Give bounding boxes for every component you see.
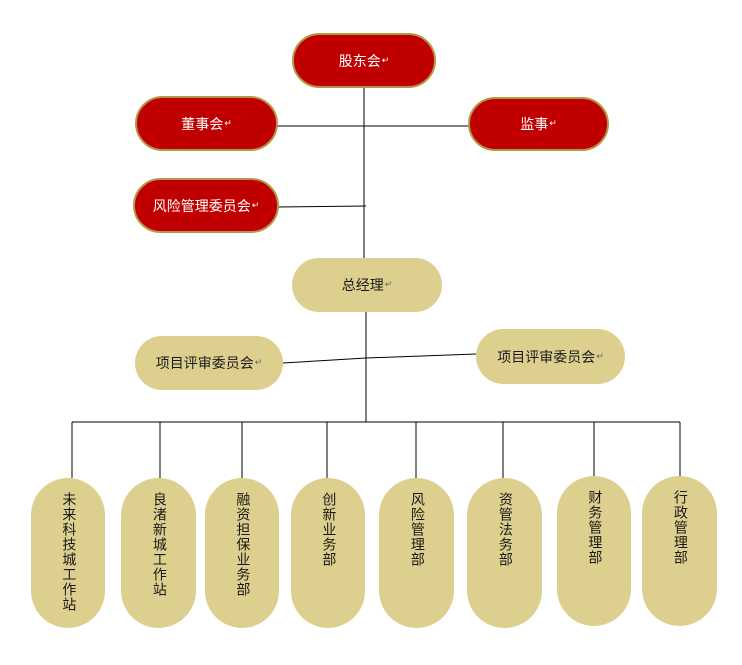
department-label-6: 资管法务部 (496, 492, 513, 567)
department-label-5: 风险管理部 (408, 492, 425, 567)
review-committee-right-node: 项目评审委员会↵ (476, 329, 625, 384)
review-committee-left-label: 项目评审委员会 (155, 356, 254, 372)
supervisor-label: 监事 (520, 117, 549, 133)
general-manager-node: 总经理↵ (292, 258, 442, 312)
review-committee-right-label: 项目评审委员会 (497, 349, 596, 366)
review-committee-left-node: 项目评审委员会↵ (135, 336, 283, 390)
department-node-7: 财务管理部 (557, 476, 631, 626)
general-manager-label: 总经理 (341, 278, 384, 294)
board-label: 董事会 (181, 116, 224, 133)
department-node-2: 良渚新城工作站 (121, 478, 196, 628)
department-label-8: 行政管理部 (671, 490, 688, 565)
department-label-3: 融资担保业务部 (234, 492, 251, 597)
department-node-5: 风险管理部 (379, 478, 454, 628)
department-node-1: 未来科技城工作站 (31, 478, 105, 628)
department-node-4: 创新业务部 (291, 478, 365, 628)
department-node-6: 资管法务部 (467, 478, 542, 628)
review-right-line (365, 353, 477, 359)
department-node-8: 行政管理部 (642, 476, 717, 626)
risk-committee-line (277, 205, 367, 208)
review-left-line (282, 357, 367, 364)
department-label-1: 未来科技城工作站 (60, 492, 77, 612)
supervisor-node: 监事↵ (468, 97, 609, 151)
department-node-3: 融资担保业务部 (205, 478, 279, 628)
risk-committee-node: 风险管理委员会↵ (133, 178, 279, 233)
department-label-4: 创新业务部 (320, 492, 337, 567)
risk-committee-label: 风险管理委员会 (152, 198, 251, 215)
shareholders-node: 股东会↵ (292, 33, 436, 88)
department-label-7: 财务管理部 (586, 490, 603, 565)
department-label-2: 良渚新城工作站 (150, 492, 167, 597)
shareholders-label: 股东会 (338, 53, 381, 70)
board-node: 董事会↵ (135, 96, 278, 151)
